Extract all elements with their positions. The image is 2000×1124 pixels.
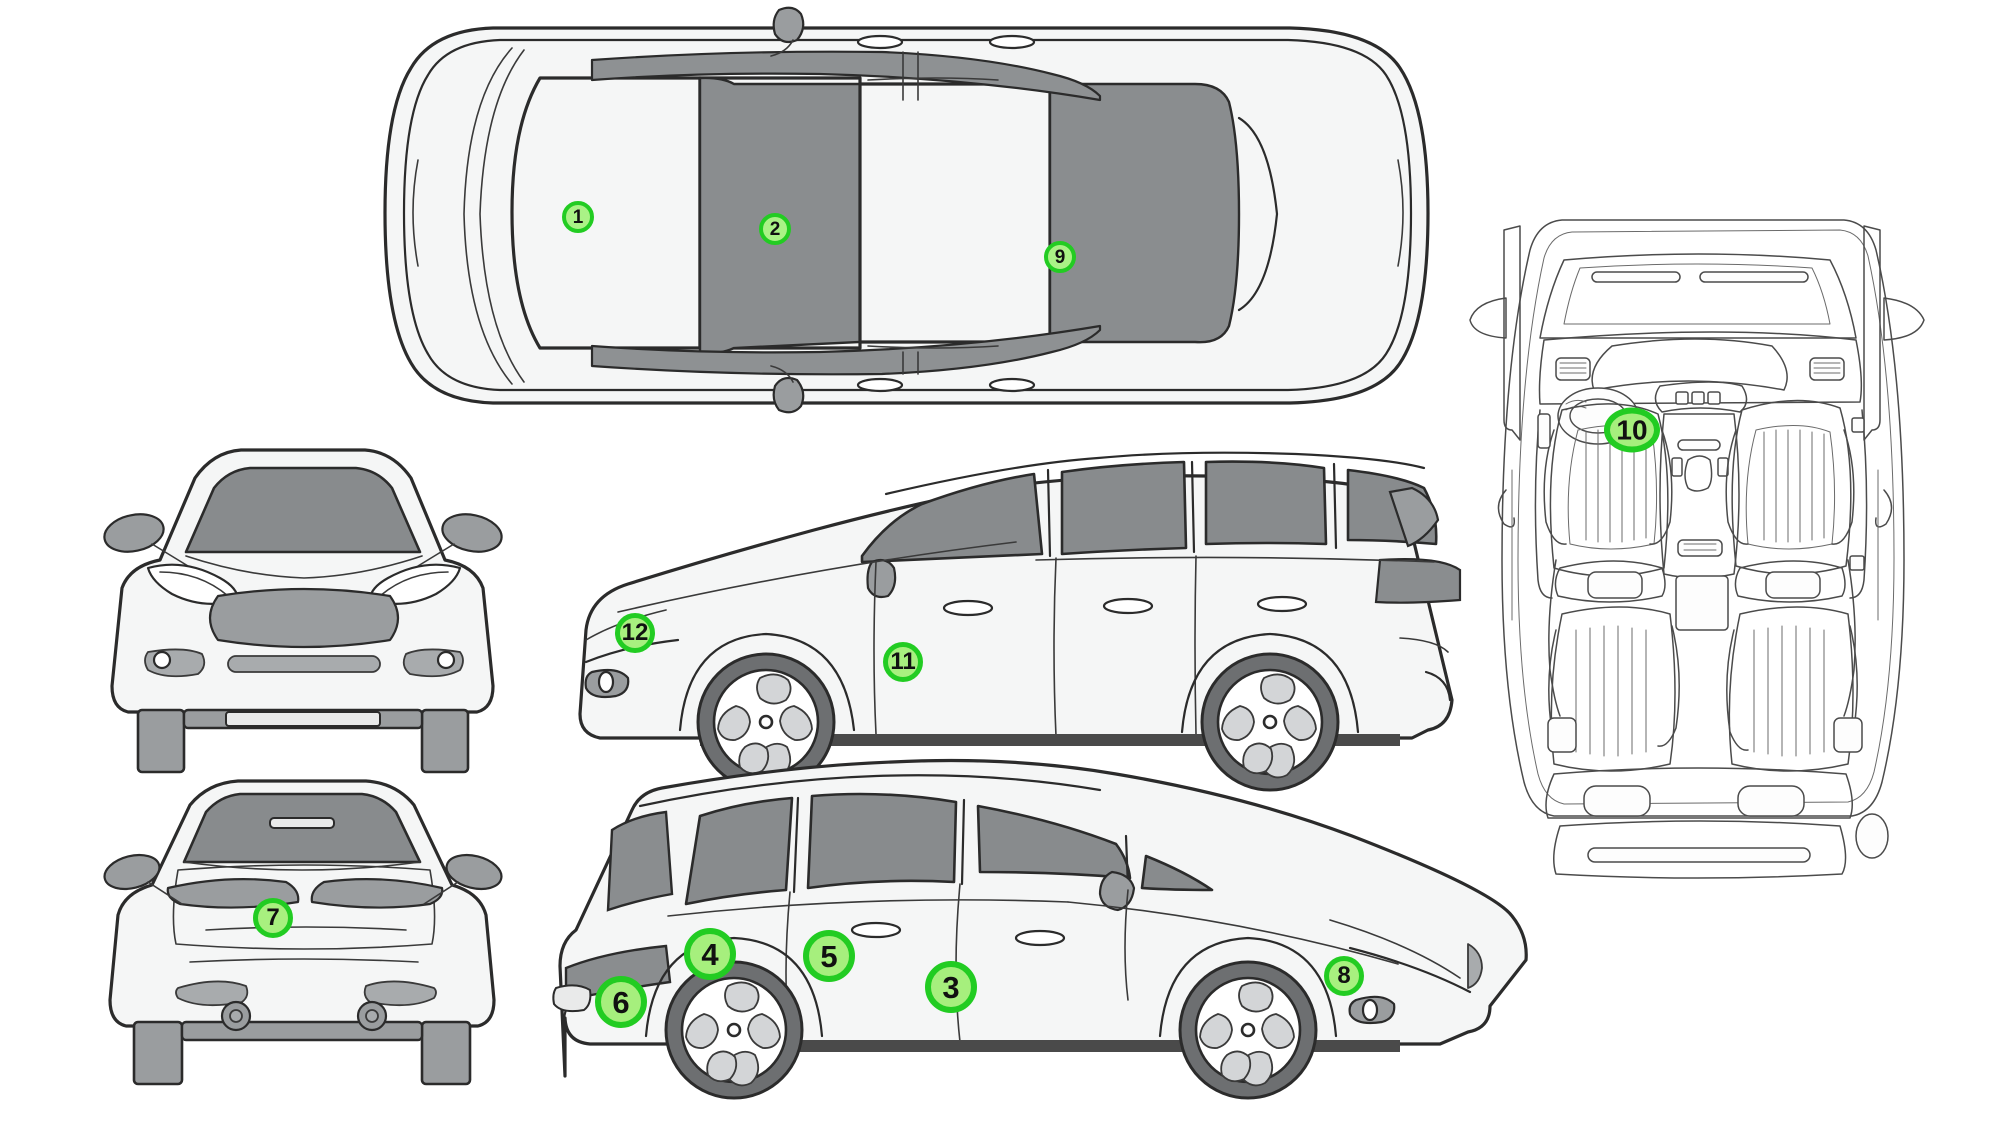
damage-marker-label: 9 bbox=[1054, 246, 1066, 268]
right-side-view bbox=[552, 758, 1528, 1100]
damage-marker-5[interactable]: 5 bbox=[803, 930, 855, 982]
front-view bbox=[103, 448, 503, 774]
damage-marker-8[interactable]: 8 bbox=[1324, 956, 1364, 996]
damage-marker-11[interactable]: 11 bbox=[883, 642, 923, 682]
interior-view bbox=[1469, 219, 1925, 879]
damage-marker-7[interactable]: 7 bbox=[253, 898, 293, 938]
damage-marker-label: 3 bbox=[942, 969, 960, 1005]
top-view bbox=[383, 6, 1430, 414]
damage-marker-label: 11 bbox=[890, 648, 916, 675]
damage-marker-4[interactable]: 4 bbox=[684, 928, 736, 980]
left-side-view bbox=[578, 451, 1462, 792]
damage-marker-label: 12 bbox=[621, 619, 649, 646]
damage-marker-label: 6 bbox=[612, 984, 630, 1020]
damage-marker-label: 2 bbox=[769, 218, 781, 240]
damage-marker-2[interactable]: 2 bbox=[759, 213, 791, 245]
damage-marker-label: 5 bbox=[820, 938, 838, 974]
damage-marker-label: 10 bbox=[1616, 414, 1648, 445]
damage-marker-10[interactable]: 10 bbox=[1604, 407, 1660, 453]
damage-marker-label: 1 bbox=[572, 206, 584, 228]
damage-marker-12[interactable]: 12 bbox=[615, 613, 655, 653]
damage-marker-6[interactable]: 6 bbox=[595, 976, 647, 1028]
damage-marker-9[interactable]: 9 bbox=[1044, 241, 1076, 273]
damage-marker-label: 8 bbox=[1337, 962, 1351, 989]
damage-marker-1[interactable]: 1 bbox=[562, 201, 594, 233]
rear-view bbox=[103, 779, 503, 1086]
damage-marker-label: 7 bbox=[266, 904, 280, 931]
damage-marker-3[interactable]: 3 bbox=[925, 961, 977, 1013]
damage-marker-label: 4 bbox=[701, 936, 719, 972]
